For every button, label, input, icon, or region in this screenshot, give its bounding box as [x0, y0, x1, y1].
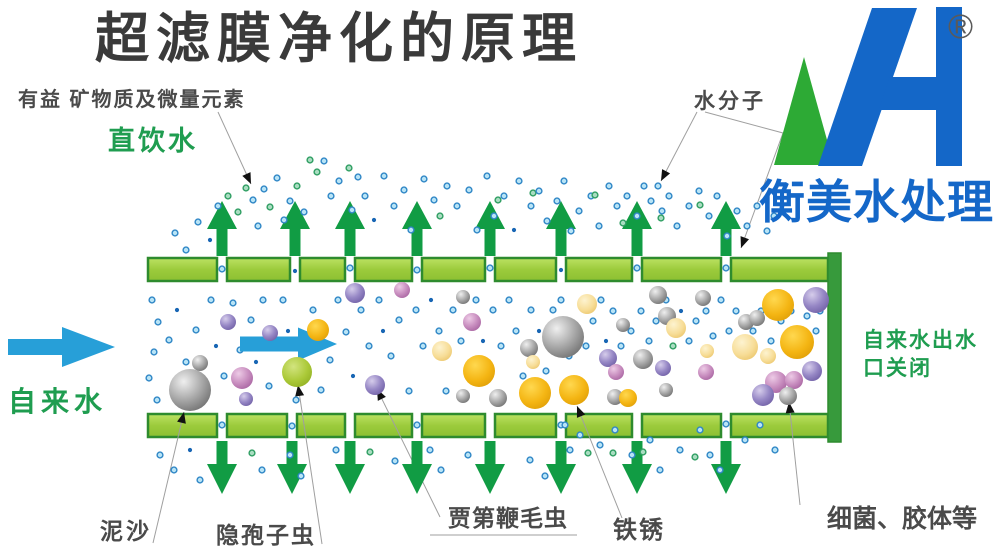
- label-beneficial-minerals: 有益 矿物质及微量元素: [18, 87, 246, 111]
- label-direct-drinking-water: 直饮水: [108, 126, 198, 156]
- label-rust: 铁锈: [613, 517, 665, 544]
- contaminant-particles: [169, 282, 829, 411]
- label-tap-water: 自来水: [8, 386, 107, 417]
- page-title: 超滤膜净化的原理: [95, 9, 583, 69]
- label-outlet-closed-line2: 口关闭: [863, 356, 932, 380]
- company-name: 衡美水处理: [759, 176, 994, 228]
- logo-h-bar-icon: [936, 7, 962, 166]
- label-cryptosporidium: 隐孢子虫: [216, 522, 316, 546]
- registered-trademark-icon: ®: [948, 8, 973, 46]
- company-logo: ® 衡美水处理: [759, 7, 994, 228]
- label-giardia: 贾第鞭毛虫: [448, 505, 568, 531]
- logo-green-triangle-icon: [774, 57, 834, 165]
- logo-h-crossbar-icon: [879, 77, 936, 110]
- label-bacteria-colloids: 细菌、胶体等: [827, 504, 977, 533]
- purified-water-up-arrows: [207, 201, 741, 256]
- membrane-tubes: [146, 252, 842, 443]
- label-water-molecule: 水分子: [694, 90, 766, 113]
- label-sediment: 泥沙: [100, 518, 152, 544]
- purified-water-down-arrows: [207, 441, 741, 494]
- label-outlet-closed-line1: 自来水出水: [863, 328, 978, 352]
- logo-a-diagonal-icon: [818, 8, 917, 166]
- water-molecule-dots: [145, 156, 824, 484]
